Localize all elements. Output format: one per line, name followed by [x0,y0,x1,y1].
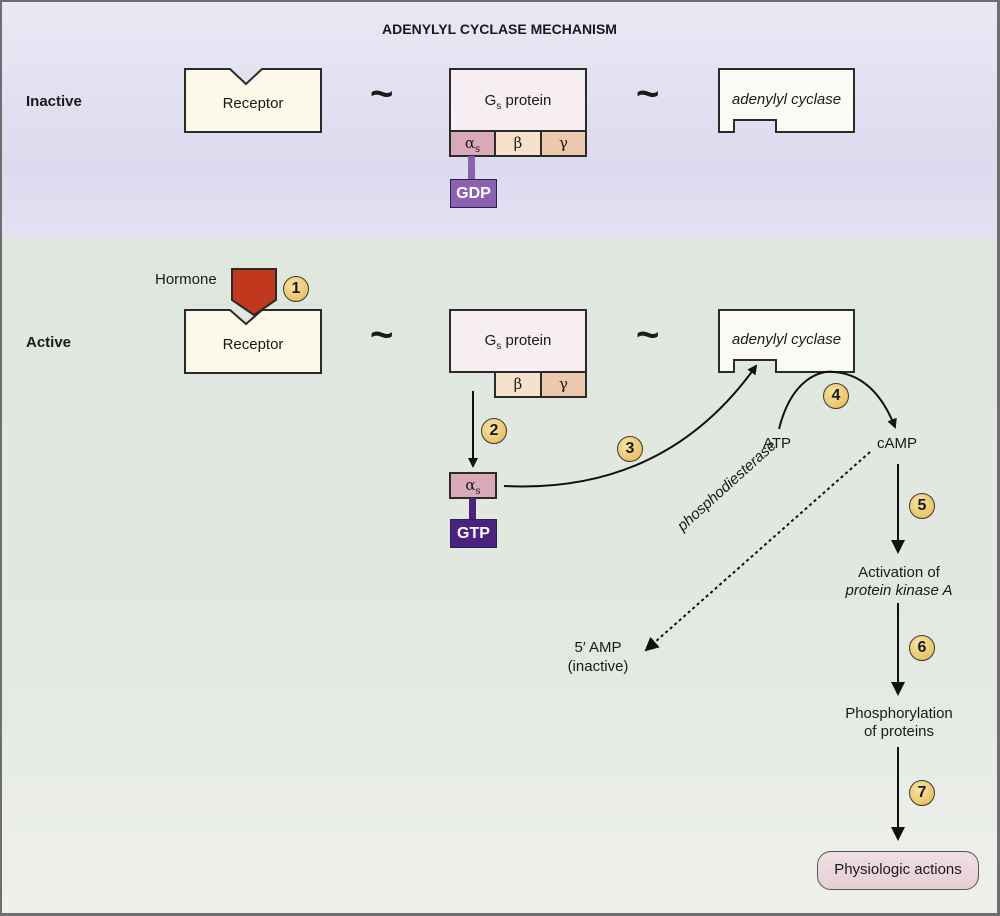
arrow-step-4 [778,370,897,430]
gs-protein-active [449,309,587,373]
pka-label-line2: protein kinase A [845,582,953,599]
hormone-label: Hormone [155,271,217,288]
beta-subunit-inactive [494,130,542,157]
step-badge-2: 2 [481,418,507,444]
tilde-icon: ~ [636,313,660,357]
pka-label-line1: Activation of [858,564,940,581]
alpha-label-active: αs [450,476,496,497]
gs-protein-label-active: Gs protein [450,332,586,352]
gs-sub: s [496,101,502,112]
beta-label-active: β [513,375,523,393]
step-badge-7: 7 [909,780,935,806]
step-badge-6: 6 [909,635,935,661]
gs-letter: G [484,92,497,109]
gtp-block: GTP [450,519,497,548]
amp-label-line2: (inactive) [567,658,629,675]
gs-suffix: protein [501,332,552,349]
alpha-symbol: α [464,134,475,152]
gamma-subunit-inactive [540,130,587,157]
tilde-icon: ~ [636,72,660,116]
arrow-step-3 [503,364,758,488]
physiologic-actions-box: Physiologic actions [817,851,979,890]
tilde-icon: ~ [370,72,394,116]
phosphorylation-label-line2: of proteins [863,723,935,740]
step-badge-4: 4 [823,383,849,409]
alpha-subunit-active [449,472,497,499]
gtp-stalk [469,498,476,520]
receptor-label-inactive: Receptor [222,95,284,112]
row-label-active: Active [26,334,72,351]
adenylyl-cyclase-inactive [718,68,855,133]
hormone-shape [231,268,277,317]
diagram-title: ADENYLYL CYCLASE MECHANISM [382,21,617,37]
alpha-sub: s [475,144,481,155]
atp-label: ATP [763,435,792,452]
gamma-label-active: γ [559,375,568,393]
adenylyl-cyclase-active [718,309,855,373]
adenylyl-cyclase-label-inactive: adenylyl cyclase [731,91,842,108]
gs-sub: s [496,341,502,352]
gamma-subunit-active [540,371,587,398]
amp-label-line1: 5′ AMP [574,639,622,656]
beta-label-inactive: β [513,134,523,152]
step-badge-1: 1 [283,276,309,302]
alpha-symbol: α [465,476,476,494]
gdp-block: GDP [450,179,497,208]
row-label-inactive: Inactive [26,93,82,110]
alpha-sub: s [475,486,481,497]
camp-label: cAMP [877,435,918,452]
step-badge-5: 5 [909,493,935,519]
gs-suffix: protein [501,92,552,109]
alpha-label-inactive: αs [450,134,495,155]
gdp-stalk [468,156,475,181]
receptor-label-active: Receptor [222,336,284,353]
receptor-inactive [184,68,322,133]
receptor-active [184,309,322,374]
gamma-label-inactive: γ [559,134,568,152]
gs-letter: G [484,332,497,349]
step-badge-3: 3 [617,436,643,462]
adenylyl-cyclase-label-active: adenylyl cyclase [731,331,842,348]
arrow-phosphodiesterase [644,451,871,652]
phosphorylation-label-line1: Phosphorylation [845,705,953,722]
tilde-icon: ~ [370,313,394,357]
gs-protein-label-inactive: Gs protein [450,92,586,112]
